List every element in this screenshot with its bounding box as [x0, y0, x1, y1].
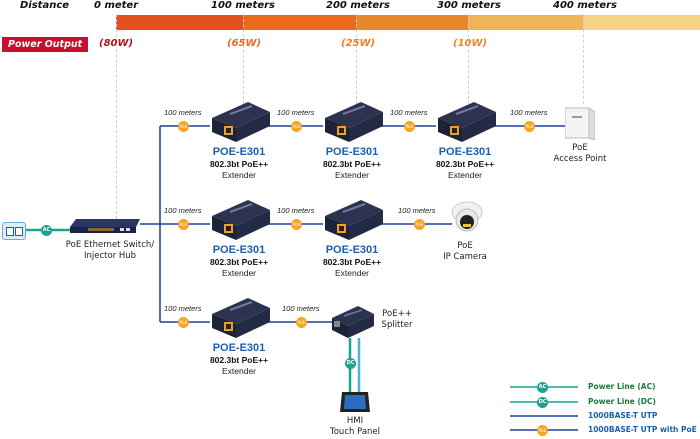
poe-switch-icon [70, 218, 140, 233]
dc-badge-icon: DC [345, 358, 356, 369]
extender-standard: 802.3bt PoE++ [435, 159, 495, 169]
legend-power-dc: Power Line (DC) [588, 397, 656, 406]
power-output-label: Power Output [2, 37, 89, 52]
distance-mark-200: 200 meters [326, 0, 391, 11]
extender-standard: 802.3bt PoE++ [209, 159, 269, 169]
access-point-label-line1: PoE [572, 143, 588, 153]
distance-bar-segment-0 [116, 15, 243, 30]
distance-bar-segment-2 [356, 15, 468, 30]
poe-extender-icon [208, 296, 270, 338]
poe-badge-icon: PoE [291, 121, 302, 132]
segment-label: 100 meters [282, 304, 320, 313]
guide-line-400 [583, 14, 584, 104]
extender-model: POE-E301 [212, 244, 266, 256]
hmi-label-line2: Touch Panel [329, 427, 381, 437]
distance-bar-segment-1 [243, 15, 356, 30]
access-point-icon [564, 106, 596, 141]
legend-ac-icon: AC [537, 382, 548, 393]
distance-label: Distance [20, 0, 70, 11]
extender-standard: 802.3bt PoE++ [209, 257, 269, 267]
extender-type: Extender [221, 366, 257, 376]
guide-line-0 [116, 14, 117, 219]
distance-mark-100: 100 meters [211, 0, 276, 11]
poe-extender-icon [208, 100, 270, 142]
distance-mark-0: 0 meter [94, 0, 139, 11]
power-value-100: (65W) [227, 38, 262, 49]
segment-label: 100 meters [510, 108, 548, 117]
power-value-0: (80W) [99, 38, 134, 49]
guide-line-100 [243, 14, 244, 104]
access-point-label-line2: Access Point [553, 154, 607, 164]
power-outlet-icon [2, 222, 26, 240]
poe-badge-icon: PoE [291, 219, 302, 230]
legend-utp: 1000BASE-T UTP [588, 411, 658, 420]
poe-badge-icon: PoE [178, 219, 189, 230]
segment-label: 100 meters [164, 304, 202, 313]
extender-model: POE-E301 [212, 146, 266, 158]
poe-extender-icon [208, 198, 270, 240]
extender-type: Extender [221, 170, 257, 180]
ac-badge-icon: AC [41, 225, 52, 236]
legend-utp-poe: 1000BASE-T UTP with PoE [588, 425, 697, 434]
extender-model: POE-E301 [212, 342, 266, 354]
hmi-label-line1: HMI [346, 416, 364, 426]
ip-camera-label-line1: PoE [457, 241, 473, 251]
segment-label: 100 meters [164, 206, 202, 215]
extender-type: Extender [447, 170, 483, 180]
segment-label: 100 meters [277, 108, 315, 117]
extender-type: Extender [221, 268, 257, 278]
extender-type: Extender [334, 170, 370, 180]
extender-standard: 802.3bt PoE++ [322, 257, 382, 267]
legend-poe-icon: PoE [537, 425, 548, 436]
switch-label-line1: PoE Ethernet Switch/ [65, 240, 155, 250]
segment-label: 100 meters [277, 206, 315, 215]
segment-label: 100 meters [164, 108, 202, 117]
poe-badge-icon: PoE [414, 219, 425, 230]
poe-badge-icon: PoE [178, 317, 189, 328]
hmi-touch-panel-icon [340, 390, 370, 414]
switch-label-line2: Injector Hub [83, 251, 137, 261]
distance-mark-400: 400 meters [553, 0, 618, 11]
distance-bar-segment-4 [583, 15, 700, 30]
guide-line-200 [356, 14, 357, 104]
power-value-300: (10W) [453, 38, 488, 49]
extender-model: POE-E301 [325, 146, 379, 158]
splitter-label-line2: Splitter [381, 320, 413, 330]
extender-model: POE-E301 [438, 146, 492, 158]
guide-line-300 [468, 14, 469, 104]
poe-badge-icon: PoE [404, 121, 415, 132]
legend-dc-icon: DC [537, 397, 548, 408]
poe-extender-icon [321, 100, 383, 142]
ip-camera-icon [450, 200, 484, 232]
poe-extender-icon [321, 198, 383, 240]
poe-badge-icon: PoE [296, 317, 307, 328]
distance-mark-300: 300 meters [437, 0, 502, 11]
splitter-label-line1: PoE++ [382, 309, 412, 319]
ip-camera-label-line2: IP Camera [443, 252, 487, 262]
extender-type: Extender [334, 268, 370, 278]
legend-power-ac: Power Line (AC) [588, 382, 656, 391]
poe-badge-icon: PoE [178, 121, 189, 132]
extender-standard: 802.3bt PoE++ [322, 159, 382, 169]
poe-badge-icon: PoE [524, 121, 535, 132]
segment-label: 100 meters [390, 108, 428, 117]
segment-label: 100 meters [398, 206, 436, 215]
extender-model: POE-E301 [325, 244, 379, 256]
distance-bar-segment-3 [468, 15, 583, 30]
poe-splitter-icon [330, 304, 374, 340]
extender-standard: 802.3bt PoE++ [209, 355, 269, 365]
poe-extender-icon [434, 100, 496, 142]
power-value-200: (25W) [341, 38, 376, 49]
